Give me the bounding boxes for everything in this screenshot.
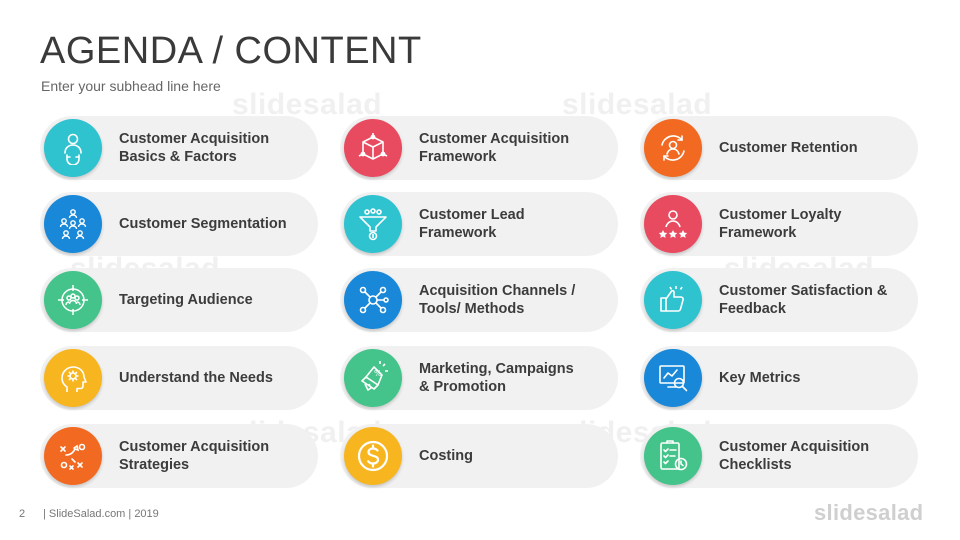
agenda-item-label: Costing [419, 448, 473, 464]
megaphone-icon: % [361, 361, 388, 391]
icon-circle [644, 119, 702, 177]
icon-circle [44, 119, 102, 177]
icon-circle [44, 349, 102, 407]
agenda-item[interactable]: Acquisition Channels / Tools/ Methods [340, 268, 618, 332]
agenda-item[interactable]: Customer Acquisition Framework [340, 116, 618, 180]
icon-circle [644, 271, 702, 329]
agenda-item-label: Marketing, Campaigns & Promotion [419, 361, 574, 395]
agenda-grid: Customer Acquisition Basics & Factors Cu… [40, 112, 920, 492]
page-title: AGENDA / CONTENT [40, 30, 422, 72]
loyalty-stars-icon [658, 210, 688, 238]
icon-circle [44, 195, 102, 253]
target-audience-icon [58, 285, 88, 315]
footer-text: | SlideSalad.com | 2019 [43, 508, 159, 520]
icon-circle [644, 349, 702, 407]
agenda-item[interactable]: Costing [340, 424, 618, 488]
agenda-item[interactable]: Customer Satisfaction & Feedback [640, 268, 918, 332]
icon-circle [44, 271, 102, 329]
framework-cube-icon [358, 133, 388, 160]
agenda-item-label: Customer Acquisition Checklists [719, 439, 870, 473]
agenda-item[interactable]: Customer Acquisition Basics & Factors [40, 116, 318, 180]
icon-circle [344, 195, 402, 253]
footer-logo: slidesalad [814, 500, 924, 525]
agenda-item-label: Customer Retention [719, 140, 858, 156]
agenda-item-label: Key Metrics [719, 370, 801, 386]
checklist-clock-icon [660, 440, 688, 471]
agenda-item-label: Customer Acquisition Basics & Factors [119, 131, 270, 165]
agenda-item[interactable]: Customer Lead Framework [340, 192, 618, 256]
thumbs-up-icon [660, 286, 684, 312]
agenda-item[interactable]: Customer Acquisition Strategies [40, 424, 318, 488]
icon-circle [644, 195, 702, 253]
channels-network-icon [359, 286, 389, 314]
agenda-item-label: Customer Lead Framework [419, 207, 525, 241]
metrics-monitor-icon [659, 365, 688, 392]
segmentation-people-icon [59, 209, 87, 240]
agenda-item-label: Customer Acquisition Strategies [119, 439, 270, 473]
strategy-play-icon [60, 443, 86, 470]
lead-funnel-icon [359, 208, 387, 241]
agenda-item-label: Understand the Needs [119, 370, 273, 386]
agenda-item-label: Customer Segmentation [119, 216, 287, 232]
retention-cycle-icon [661, 135, 685, 161]
agenda-item[interactable]: Customer Acquisition Checklists [640, 424, 918, 488]
agenda-item-label: Customer Loyalty Framework [719, 207, 842, 241]
agenda-item[interactable]: Understand the Needs [40, 346, 318, 410]
page-subhead: Enter your subhead line here [41, 78, 221, 94]
watermark: slidesalad [232, 88, 383, 121]
icon-circle [344, 119, 402, 177]
agenda-item[interactable]: Key Metrics [640, 346, 918, 410]
agenda-item[interactable]: Customer Segmentation [40, 192, 318, 256]
page-number: 2 [19, 508, 26, 520]
agenda-item-label: Customer Acquisition Framework [419, 131, 570, 165]
agenda-item-label: Targeting Audience [119, 292, 253, 308]
agenda-item[interactable]: % Marketing, Campaigns & Promotion [340, 346, 618, 410]
icon-circle [344, 271, 402, 329]
svg-text:%: % [374, 369, 382, 378]
agenda-item[interactable]: Targeting Audience [40, 268, 318, 332]
agenda-item[interactable]: Customer Loyalty Framework [640, 192, 918, 256]
agenda-item-label: Customer Satisfaction & Feedback [719, 283, 888, 317]
watermark: slidesalad [562, 88, 713, 121]
icon-circle [344, 427, 402, 485]
icon-circle [644, 427, 702, 485]
head-gear-icon [61, 366, 87, 392]
agenda-item-label: Acquisition Channels / Tools/ Methods [419, 283, 576, 317]
customer-magnet-icon [64, 133, 82, 165]
icon-circle [44, 427, 102, 485]
icon-circle: % [344, 349, 402, 407]
agenda-item[interactable]: Customer Retention [640, 116, 918, 180]
dollar-coin-icon [357, 440, 389, 472]
